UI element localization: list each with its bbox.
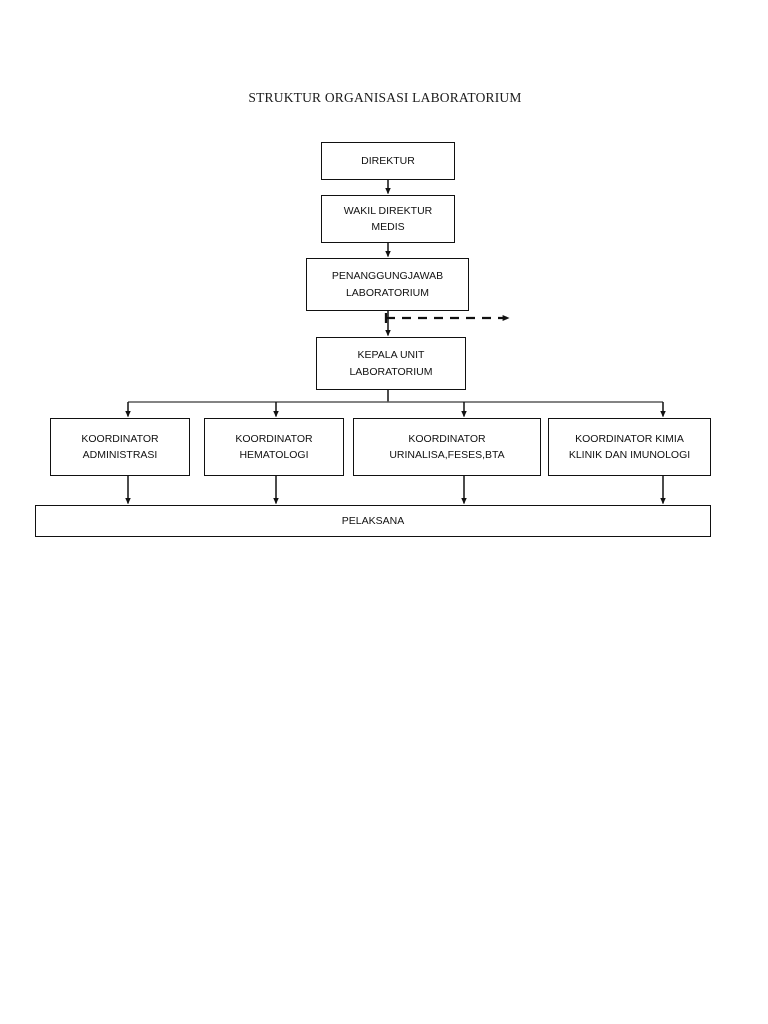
node-kepala-unit-laboratorium: KEPALA UNIT LABORATORIUM [316, 337, 466, 390]
node-wakil-direktur-line-2: MEDIS [371, 221, 405, 233]
node-penanggungjawab-line-2: LABORATORIUM [345, 286, 430, 299]
node-koordinator-urinalisa-feses-bta: KOORDINATOR URINALISA,FESES,BTA [353, 418, 541, 476]
node-kepala-unit-line-1: KEPALA UNIT [357, 349, 425, 362]
node-koordinator-urinalisa-line-2: URINALISA,FESES,BTA [389, 449, 505, 461]
node-koordinator-administrasi-line-1: KOORDINATOR [81, 432, 159, 445]
node-kepala-unit-line-2: LABORATORIUM [349, 365, 433, 378]
node-penanggungjawab-line-1: PENANGGUNGJAWAB [331, 270, 444, 283]
node-wakil-direktur-medis: WAKIL DIREKTUR MEDIS [321, 195, 455, 243]
node-koordinator-hematologi-line-2: HEMATOLOGI [239, 449, 309, 461]
node-koordinator-kimia-line-1: KOORDINATOR KIMIA [575, 432, 684, 445]
node-koordinator-kimia-klinik-dan-imunologi: KOORDINATOR KIMIA KLINIK DAN IMUNOLOGI [548, 418, 711, 476]
node-penanggungjawab-laboratorium: PENANGGUNGJAWAB LABORATORIUM [306, 258, 469, 311]
node-koordinator-urinalisa-line-1: KOORDINATOR [408, 432, 486, 445]
node-koordinator-hematologi-line-1: KOORDINATOR [235, 432, 313, 445]
node-direktur-line-1: DIREKTUR [361, 154, 415, 167]
node-koordinator-administrasi-line-2: ADMINISTRASI [82, 449, 158, 461]
node-direktur: DIREKTUR [321, 142, 455, 180]
page-title: STRUKTUR ORGANISASI LABORATORIUM [0, 90, 768, 106]
node-pelaksana-line-1: PELAKSANA [341, 514, 405, 527]
node-pelaksana: PELAKSANA [35, 505, 711, 537]
node-koordinator-kimia-line-2: KLINIK DAN IMUNOLOGI [568, 449, 691, 461]
page-title-text: STRUKTUR ORGANISASI LABORATORIUM [248, 90, 522, 105]
node-koordinator-administrasi: KOORDINATOR ADMINISTRASI [50, 418, 190, 476]
node-koordinator-hematologi: KOORDINATOR HEMATOLOGI [204, 418, 344, 476]
node-wakil-direktur-line-1: WAKIL DIREKTUR [343, 204, 433, 217]
